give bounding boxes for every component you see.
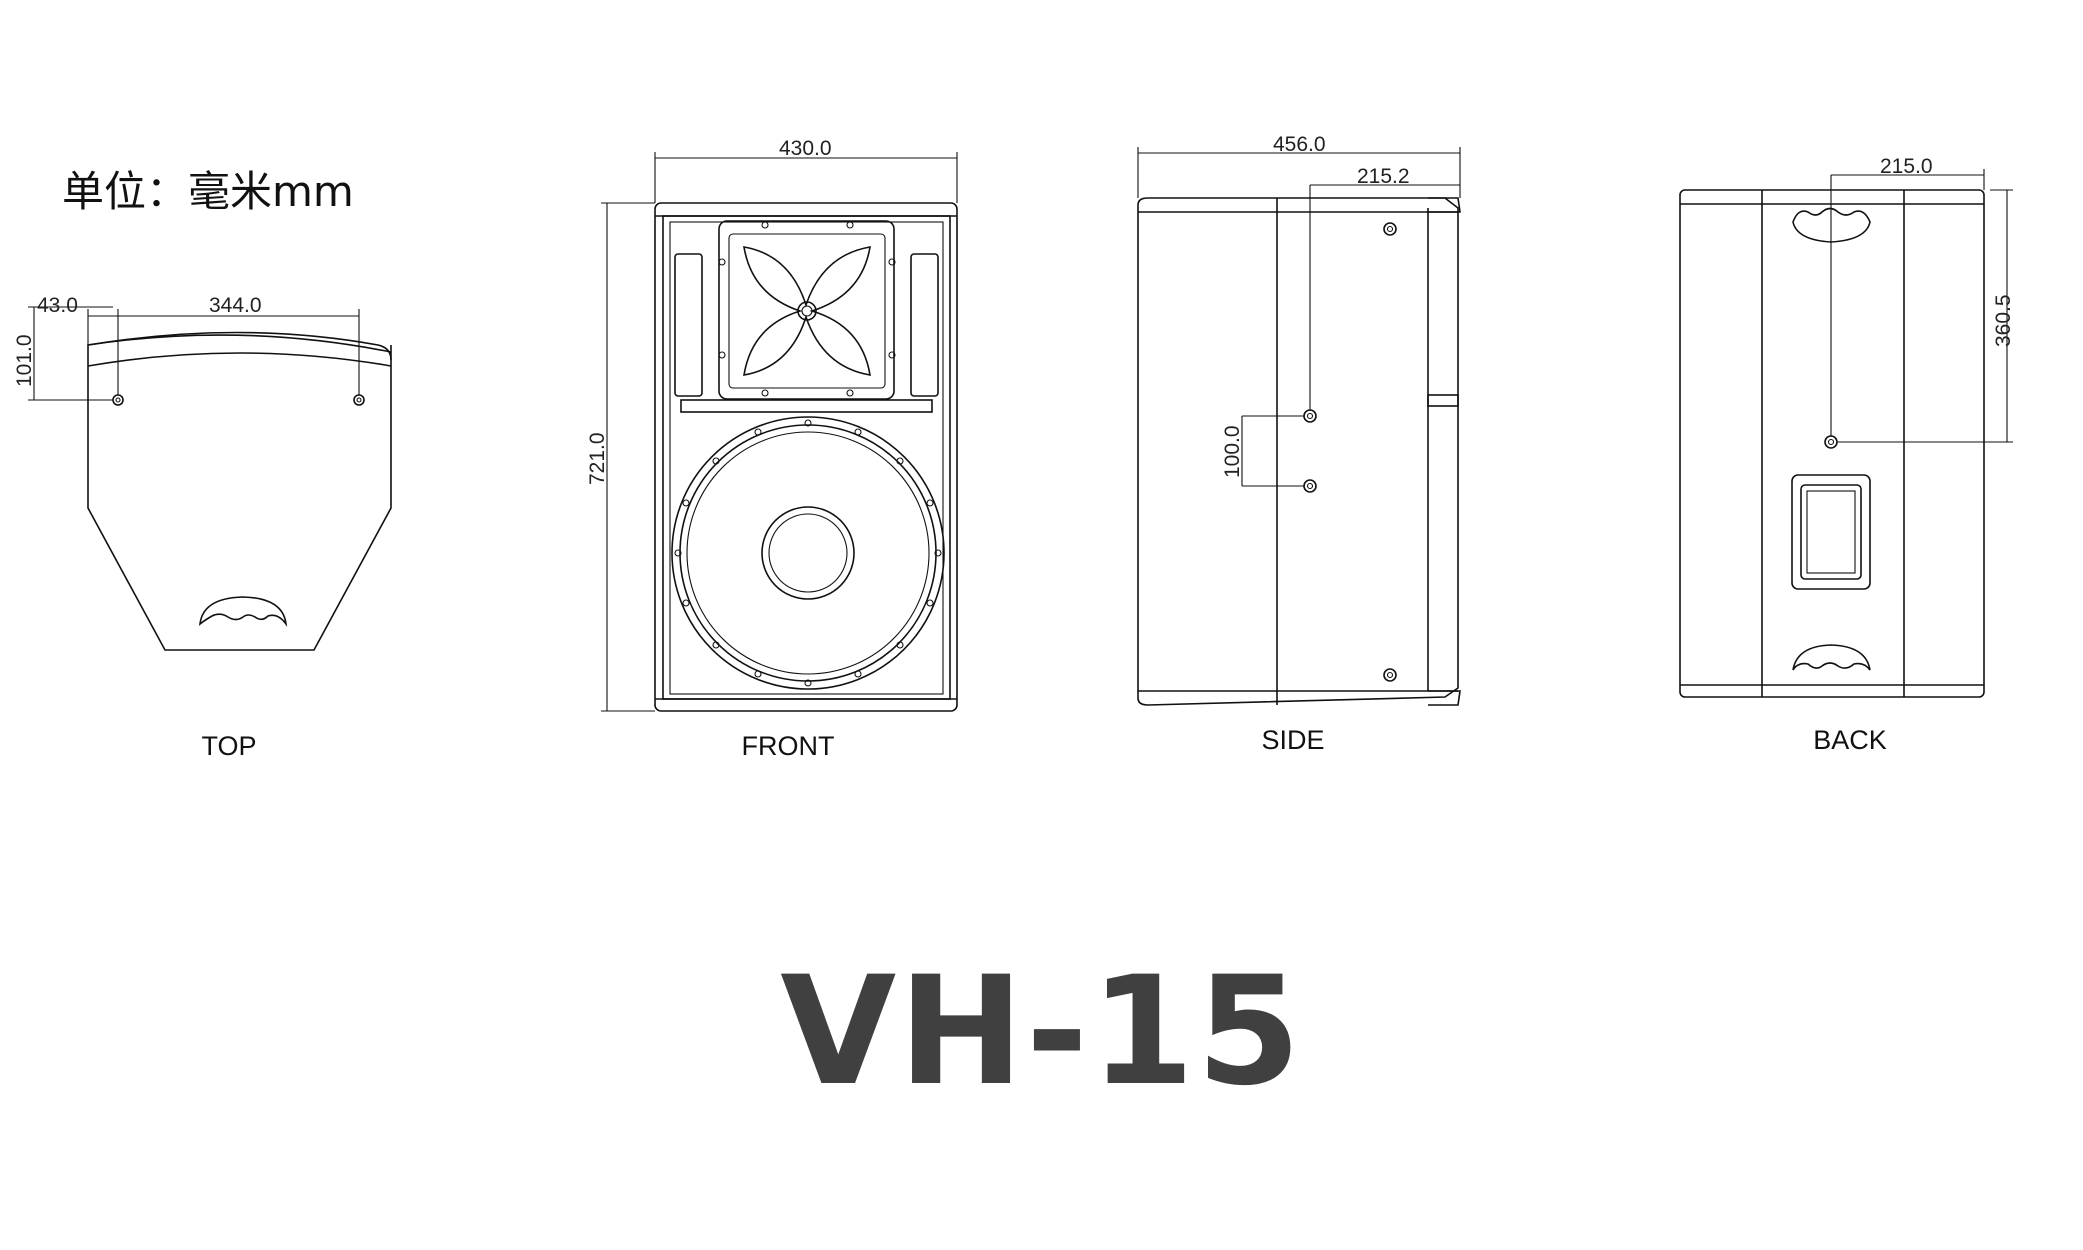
woofer-dust-cap xyxy=(761,506,855,600)
woofer-basket xyxy=(671,416,945,690)
woofer-surround-outer xyxy=(679,424,937,682)
back-view: 215.0 360.5 BACK xyxy=(1679,155,2015,755)
side-dim-depth: 456.0 xyxy=(1273,133,1326,156)
woofer-dust-cap-inner xyxy=(768,513,848,593)
back-dim-height: 360.5 xyxy=(1992,294,2015,347)
side-dim-offset: 215.2 xyxy=(1357,165,1410,188)
side-view: 456.0 215.2 100.0 SIDE xyxy=(1137,133,1461,755)
top-view: 43.0 344.0 101.0 TOP xyxy=(13,294,392,761)
front-port-right xyxy=(910,253,939,397)
side-outline xyxy=(1137,197,1459,706)
woofer-surround-inner xyxy=(686,431,930,675)
side-mount-hole-upper xyxy=(1303,409,1317,423)
front-view-label: FRONT xyxy=(742,731,835,761)
top-mount-hole-right xyxy=(353,394,365,406)
back-input-panel xyxy=(1791,474,1871,590)
back-mount-hole xyxy=(1824,435,1838,449)
front-cabinet-outline xyxy=(654,202,958,712)
top-mount-hole-right-inner xyxy=(356,397,362,403)
front-dim-width: 430.0 xyxy=(779,137,832,160)
horn-flare xyxy=(743,246,871,376)
top-front-edge xyxy=(87,331,392,361)
horn-outer-flange xyxy=(718,220,895,400)
top-dim-depth: 101.0 xyxy=(13,334,36,387)
back-view-label: BACK xyxy=(1813,725,1887,755)
side-dim-spacing: 100.0 xyxy=(1221,425,1244,478)
back-outline xyxy=(1679,189,1985,698)
back-input-panel-inner xyxy=(1800,484,1862,580)
top-front-curve xyxy=(87,352,392,367)
side-view-label: SIDE xyxy=(1261,725,1324,755)
top-mount-hole-left-inner xyxy=(115,397,121,403)
units-label: 单位：毫米mm xyxy=(62,167,354,216)
horn-inner-flange xyxy=(728,233,886,389)
front-divider-bar xyxy=(680,399,933,413)
top-view-label: TOP xyxy=(201,731,256,761)
front-view: 430.0 721.0 FRONT xyxy=(586,137,958,761)
back-handle-bottom xyxy=(1792,644,1871,671)
front-port-left xyxy=(674,253,703,397)
side-mount-hole-lower xyxy=(1303,479,1317,493)
top-dim-left: 43.0 xyxy=(37,294,78,317)
front-grille-frame xyxy=(662,215,951,700)
model-name: VH-15 xyxy=(780,945,1303,1119)
front-dim-height: 721.0 xyxy=(586,432,609,485)
back-handle-top xyxy=(1792,207,1871,243)
side-bracket-stub xyxy=(1427,394,1459,407)
horn-throat xyxy=(797,301,817,321)
top-dim-width: 344.0 xyxy=(209,294,262,317)
front-inner-frame xyxy=(669,221,944,695)
top-mount-hole-left xyxy=(112,394,124,406)
top-handle xyxy=(198,596,288,627)
back-dim-offset: 215.0 xyxy=(1880,155,1933,178)
top-outline xyxy=(87,334,392,651)
